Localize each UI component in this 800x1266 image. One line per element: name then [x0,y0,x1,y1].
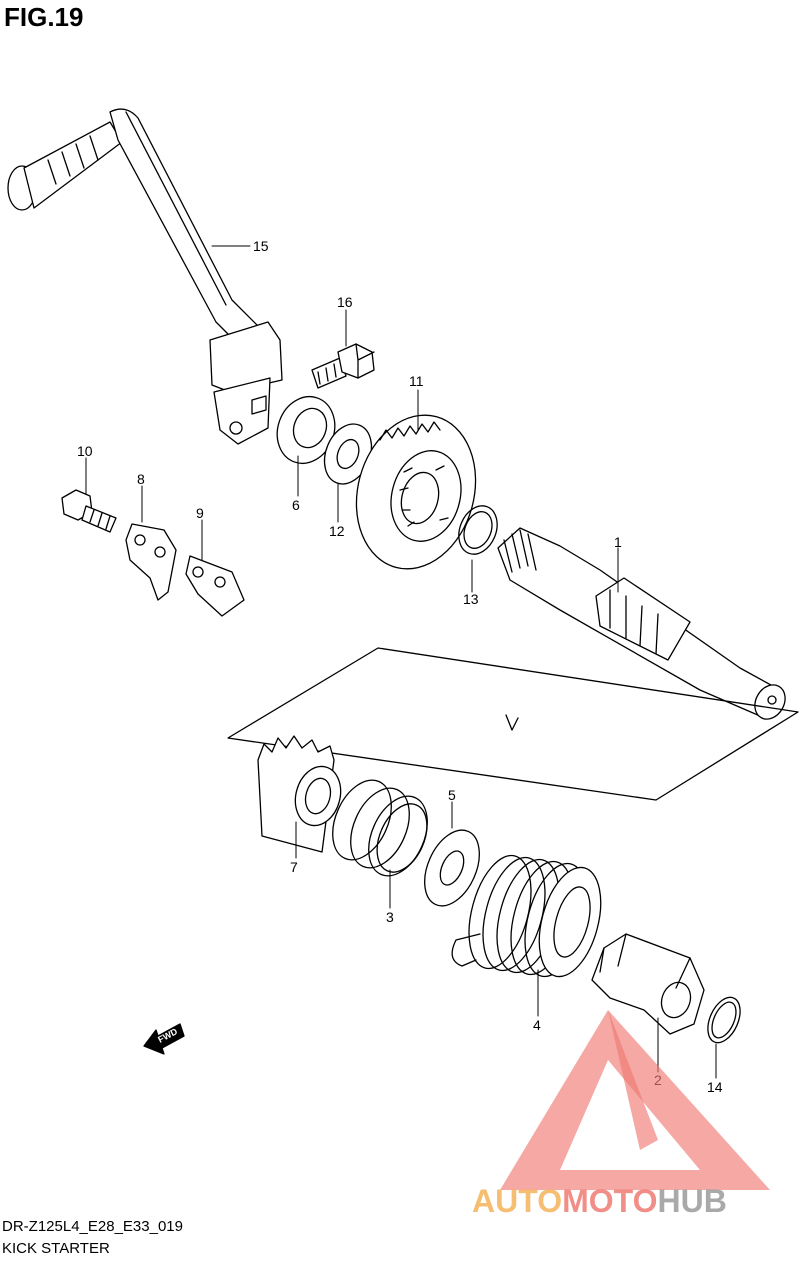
fwd-arrow-icon: FWD [143,1023,185,1055]
callout-part-12: 12 [329,523,345,539]
callout-part-4: 4 [533,1017,541,1033]
callout-part-8: 8 [137,471,145,487]
spring-part-3 [332,779,428,877]
callout-part-16: 16 [337,294,353,310]
circlip-part-14 [707,996,741,1044]
callout-part-14: 14 [707,1079,723,1095]
watermark-moto: MOTO [562,1183,657,1219]
callout-part-9: 9 [196,505,204,521]
kick-lever-part-15 [7,108,283,445]
circlip-part-13 [458,505,498,555]
model-code: DR-Z125L4_E28_E33_019 [2,1218,183,1235]
callout-part-15: 15 [253,238,269,254]
watermark-logo: AUTOMOTOHUB [472,1010,770,1219]
bolt-part-10 [61,489,117,533]
kick-gear-part-11 [355,414,477,570]
callout-part-1: 1 [614,534,622,550]
guide-plate-part-9 [185,555,245,617]
callout-part-7: 7 [290,859,298,875]
spring-guide-part-2 [591,933,705,1035]
callout-part-10: 10 [77,443,93,459]
watermark-auto: AUTO [472,1183,562,1219]
callout-part-5: 5 [448,787,456,803]
ratchet-part-7 [257,735,342,853]
bolt-part-16 [311,343,375,389]
callout-part-3: 3 [386,909,394,925]
callout-part-6: 6 [292,497,300,513]
callout-part-13: 13 [463,591,479,607]
leader-lines [85,245,717,1079]
return-spring-part-4 [451,854,602,978]
guide-plate-part-8 [125,523,177,601]
kick-shaft-part-1 [497,527,786,720]
section-name: KICK STARTER [2,1240,110,1257]
oil-seal-part-6 [276,395,336,465]
svg-text:AUTOMOTOHUB: AUTOMOTOHUB [472,1183,727,1219]
callout-labels: 1 2 3 4 5 6 7 8 9 10 11 12 13 14 15 16 [77,238,723,1095]
washer-part-5 [424,829,480,907]
subassembly-frame [227,647,799,801]
watermark-triangle-icon [500,1010,770,1190]
watermark-hub: HUB [657,1183,726,1219]
callout-part-11: 11 [409,373,424,389]
figure-title: FIG.19 [4,2,84,32]
